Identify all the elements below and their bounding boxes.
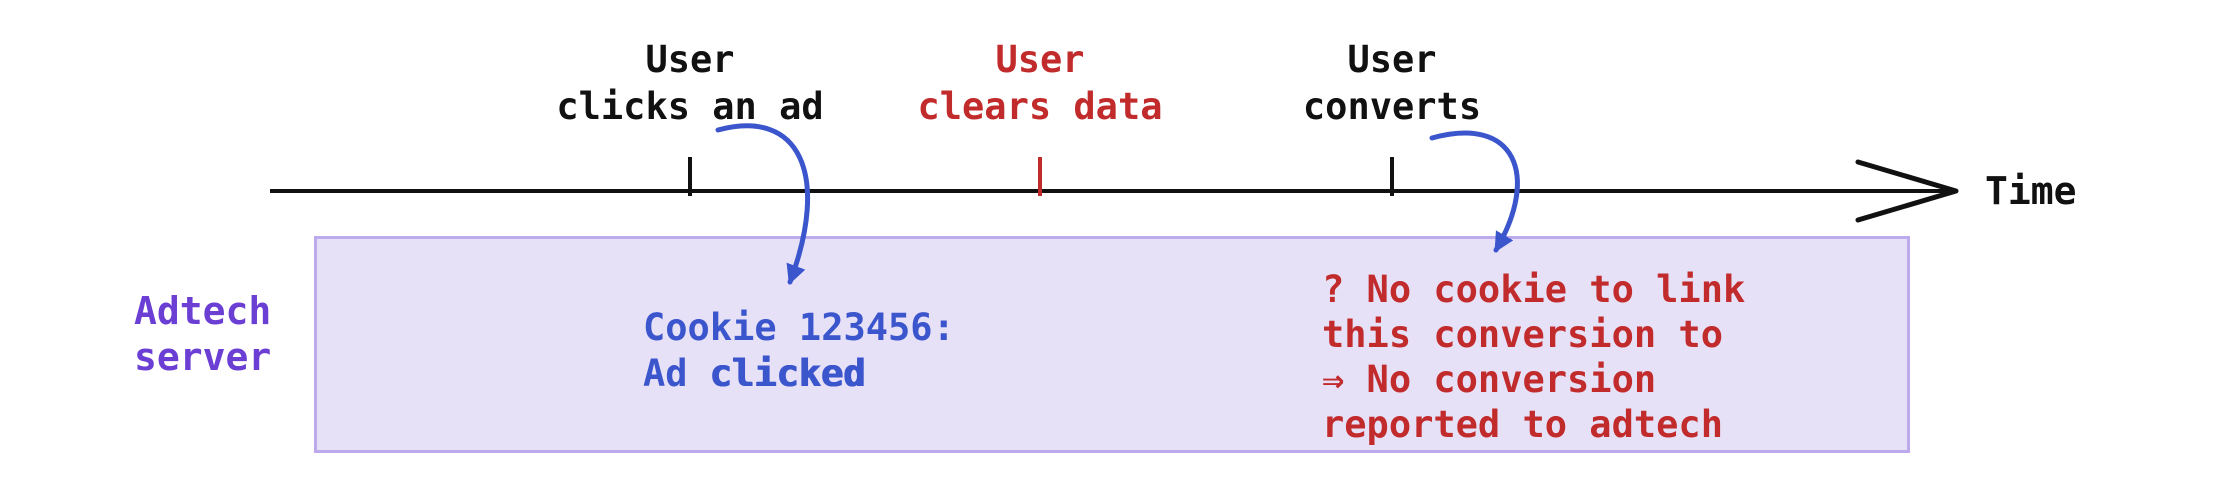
adtech-server-box [314,236,1910,453]
click-to-cookie-arrow [715,123,811,285]
no-conversion-warning-note: ? No cookie to link this conversion to ⇒… [1322,267,1745,447]
event-label-user-clicks-ad: User clicks an ad [556,36,823,130]
cookie-note-line: Cookie 123456: [643,306,955,349]
cookie-note-emphasis: clicked [709,352,866,395]
event-label-user-clears-data: User clears data [917,36,1162,130]
event-label-user-converts: User converts [1303,36,1481,130]
event-label-line: User [645,38,735,81]
event-label-line: User [995,38,1085,81]
cookie-note-prefix: Ad [643,352,710,395]
event-label-line: User [1347,38,1437,81]
timeline-arrowhead-icon [1855,159,1959,223]
event-label-line: clears data [917,85,1163,128]
event-label-line: clicks an ad [556,85,824,128]
cookie-note-line: Ad clicked [643,351,955,397]
warning-note-line: ⇒ No conversion [1322,358,1657,401]
convert-to-warning-arrow [1429,130,1520,253]
cookie-logged-note: Cookie 123456: Ad clicked [643,305,955,397]
warning-note-line: this conversion to [1322,313,1723,356]
warning-note-line: reported to adtech [1322,403,1723,446]
adtech-server-label: Adtech server [134,288,271,380]
adtech-server-label-line: server [134,335,272,379]
time-axis-label: Time [1985,169,2077,213]
event-label-line: converts [1302,85,1482,128]
adtech-server-label-line: Adtech [134,289,272,333]
warning-note-line: ? No cookie to link [1322,268,1746,311]
